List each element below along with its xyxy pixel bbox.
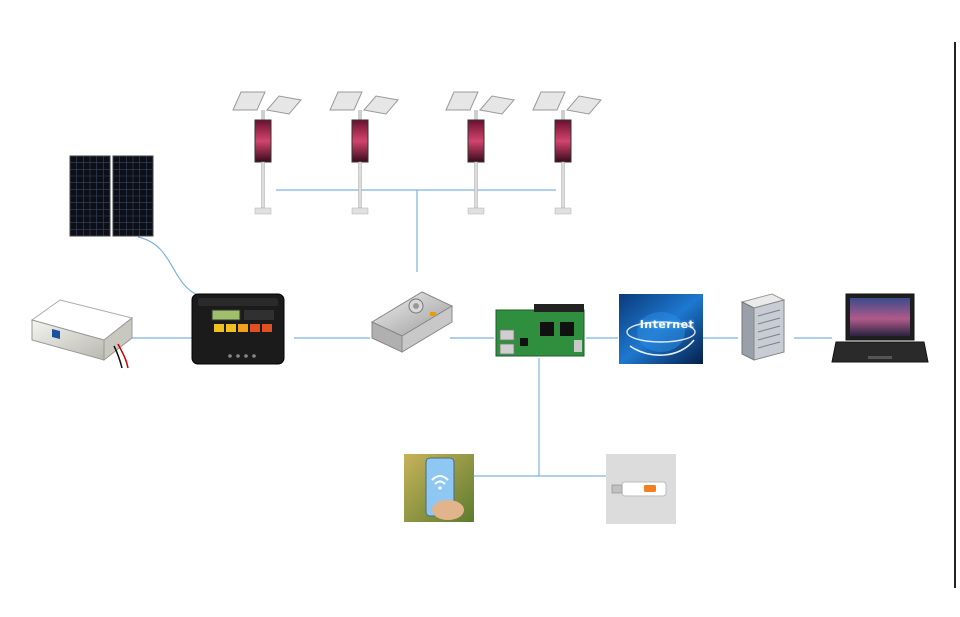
- power-supply: [370, 291, 454, 353]
- street-screen-1: [232, 91, 302, 215]
- phone-wifi-icon: [404, 454, 474, 522]
- internet-icon: [619, 294, 703, 364]
- internet-label: Internet: [639, 318, 695, 331]
- usb-dongle-icon: [606, 454, 676, 524]
- server-icon: [740, 293, 786, 361]
- battery-box: [30, 299, 134, 369]
- street-screen-4: [532, 91, 602, 215]
- solar-panel: [69, 155, 154, 237]
- connectors: [124, 189, 832, 477]
- laptop-icon: [831, 293, 929, 363]
- right-edge-rule: [954, 42, 956, 588]
- solar-to-controller-line: [137, 236, 201, 297]
- led-control-card: [495, 304, 585, 357]
- street-screen-3: [445, 91, 515, 215]
- street-screen-2: [329, 91, 399, 215]
- solar-charge-controller: [191, 293, 285, 365]
